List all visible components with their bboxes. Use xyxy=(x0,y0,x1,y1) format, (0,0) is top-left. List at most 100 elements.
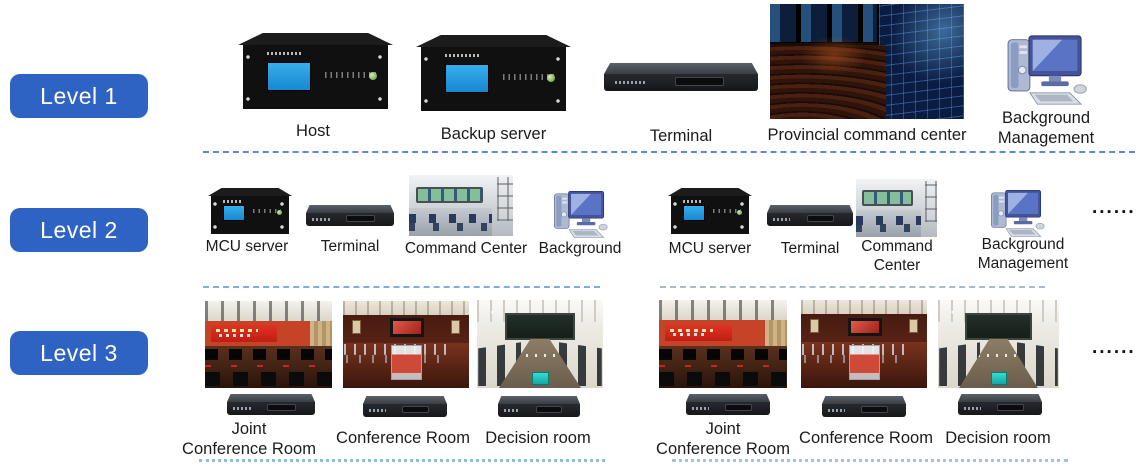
terminal-device-decision-b xyxy=(958,394,1042,415)
terminal-front-face xyxy=(498,404,580,417)
photo-videowall xyxy=(416,186,483,204)
photo-table-chairs xyxy=(659,345,787,388)
terminal-logo xyxy=(773,218,791,221)
desktop-computer-icon-level2-b xyxy=(991,189,1045,237)
photo-ceiling xyxy=(205,301,332,321)
terminal-display-slot xyxy=(267,404,296,411)
photo-dark-board xyxy=(504,313,576,341)
photo-warm-glow xyxy=(801,36,867,76)
photo-operator-rows xyxy=(770,45,887,119)
terminal-front-face xyxy=(686,402,770,415)
ellipsis-level3: ...... xyxy=(1092,337,1136,358)
terminal-top-face xyxy=(498,396,580,404)
terminal-logo xyxy=(233,407,251,410)
joint-conference-room-label-b: Joint Conference Room xyxy=(648,419,798,459)
joint-conference-room-label-a: Joint Conference Room xyxy=(174,419,324,459)
decision-room-label-b: Decision room xyxy=(945,429,1051,447)
photo-red-banner xyxy=(665,324,732,342)
terminal-logo xyxy=(503,409,521,412)
photo-glass-display xyxy=(848,344,881,381)
joint-label-line2: Conference Room xyxy=(182,440,316,459)
terminal-top-face xyxy=(306,205,394,213)
backup-server-device xyxy=(416,35,571,111)
mcu-server-label-b: MCU server xyxy=(668,240,752,257)
terminal-display-slot xyxy=(806,215,835,222)
host-server-front xyxy=(243,45,388,109)
terminal-logo xyxy=(312,218,330,221)
conference-room-label-b: Conference Room xyxy=(799,429,933,447)
photo-curtain xyxy=(765,320,787,351)
command-center-label-a: Command Center xyxy=(404,240,528,257)
backup-server-logo xyxy=(445,54,481,57)
level3-badge: Level 3 xyxy=(10,331,148,375)
photo-desk-rows xyxy=(409,207,493,236)
mcu-logo xyxy=(223,200,243,203)
level3-divider-right xyxy=(672,459,1068,462)
host-screen xyxy=(267,62,311,91)
mcu-screen xyxy=(683,205,705,221)
host-server-device xyxy=(238,33,393,109)
joint-conference-room-photo-a xyxy=(205,301,332,388)
terminal-device-level1 xyxy=(604,63,758,91)
level1-divider xyxy=(203,151,1135,153)
terminal-front-face xyxy=(306,213,394,226)
terminal-device-conference-a xyxy=(363,396,447,417)
terminal-front-face xyxy=(363,404,447,417)
mcu-front xyxy=(671,196,749,234)
terminal-display-slot xyxy=(674,77,725,86)
backup-server-lid xyxy=(416,35,571,47)
backup-server-label: Backup server xyxy=(440,125,547,143)
joint-label-line2: Conference Room xyxy=(656,440,790,459)
background-management-label-level2-b: Background Management xyxy=(963,236,1083,274)
conference-room-label-a: Conference Room xyxy=(336,429,470,447)
mcu-screen xyxy=(223,205,245,221)
command-center-line2: Center xyxy=(873,256,921,274)
terminal-front-face xyxy=(958,402,1042,415)
backup-server-ports xyxy=(503,74,555,80)
provincial-command-center-photo xyxy=(770,4,964,119)
decision-room-photo-b xyxy=(938,300,1059,388)
mcu-power-led xyxy=(277,210,282,215)
background-label-line1: Background xyxy=(981,236,1065,253)
photo-glass-display xyxy=(390,345,423,381)
level2-badge-label: Level 2 xyxy=(40,216,118,243)
terminal-logo xyxy=(614,81,646,84)
mcu-lid xyxy=(208,188,292,196)
photo-left-frame xyxy=(809,319,819,334)
photo-right-wall xyxy=(497,176,513,221)
background-label-line2: Management xyxy=(977,254,1069,272)
terminal-label-level2-a: Terminal xyxy=(320,238,380,255)
photo-red-banner xyxy=(211,325,278,342)
terminal-front-face xyxy=(604,74,758,91)
terminal-device-level2-a xyxy=(306,205,394,226)
command-center-photo-b xyxy=(856,179,937,237)
background-label-line1: Background xyxy=(1001,109,1091,127)
terminal-logo xyxy=(691,407,709,410)
photo-ceiling xyxy=(659,300,787,321)
backup-server-front xyxy=(421,47,566,111)
desktop-computer-icon-level2-a xyxy=(554,190,608,238)
provincial-command-center-label: Provincial command center xyxy=(767,126,967,144)
terminal-device-joint-b xyxy=(686,394,770,415)
terminal-top-face xyxy=(767,205,853,213)
backup-server-screen xyxy=(445,64,489,93)
command-center-photo-a xyxy=(409,175,513,236)
terminal-display-slot xyxy=(535,406,562,413)
terminal-label-level1: Terminal xyxy=(649,127,713,145)
terminal-top-face xyxy=(686,394,770,402)
photo-right-wall xyxy=(924,180,937,223)
terminal-device-conference-b xyxy=(822,396,906,417)
desktop-computer-icon xyxy=(1007,35,1087,105)
level2-badge: Level 2 xyxy=(10,208,148,252)
terminal-device-joint-a xyxy=(227,394,315,415)
mcu-lid xyxy=(668,188,752,196)
mcu-logo xyxy=(683,200,703,203)
level1-badge: Level 1 xyxy=(10,74,148,118)
terminal-logo xyxy=(963,407,981,410)
photo-videowall xyxy=(861,190,914,206)
terminal-top-face xyxy=(958,394,1042,402)
host-power-led xyxy=(369,72,377,80)
terminal-top-face xyxy=(604,63,758,74)
level1-badge-label: Level 1 xyxy=(40,82,118,109)
